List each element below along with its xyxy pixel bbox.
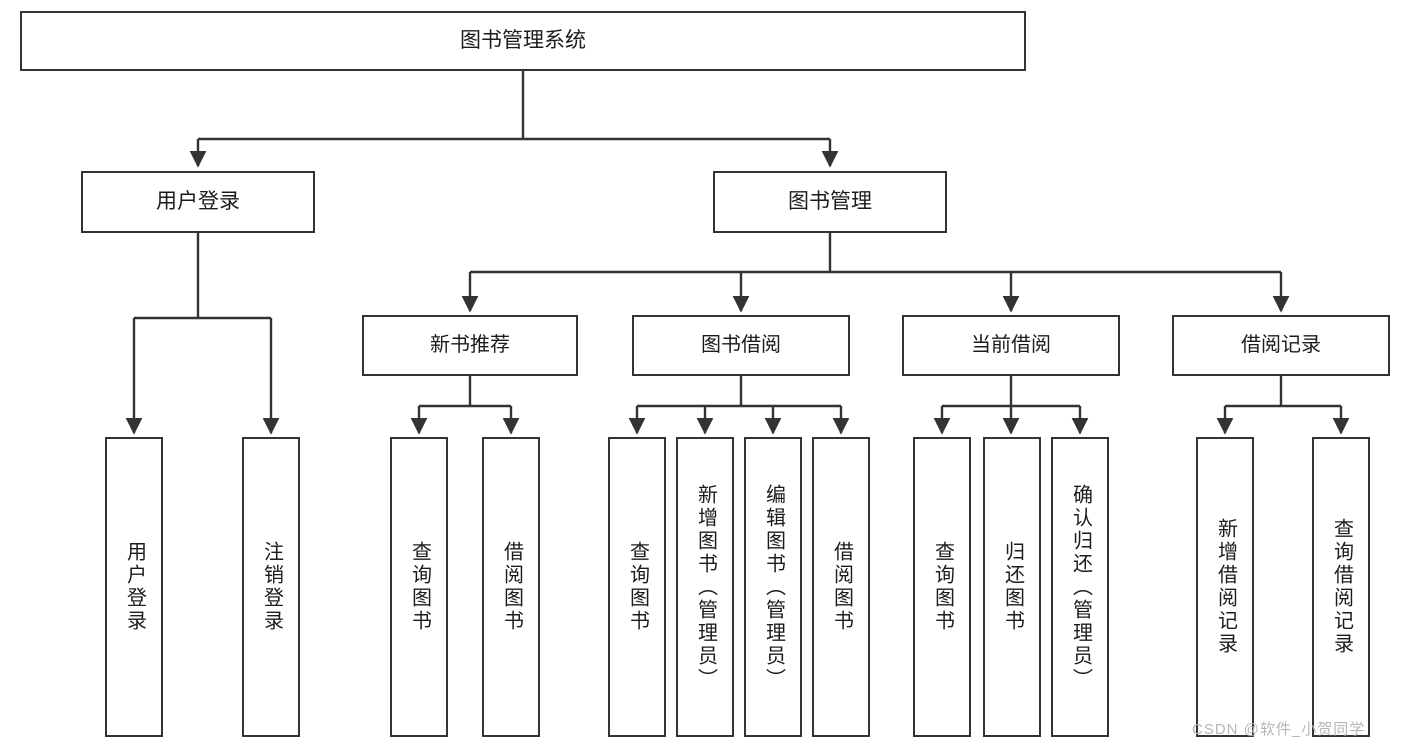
leaf-user-login[interactable]: 用户登录 [105,437,163,737]
node-label: 图书借阅 [701,334,781,356]
watermark: CSDN @软件_小贺同学 [1192,718,1365,739]
leaf-add-borrow-record[interactable]: 新增借阅记录 [1196,437,1254,737]
leaf-borrow-book[interactable]: 借阅图书 [812,437,870,737]
node-label: 新书推荐 [430,334,510,356]
leaf-label: 新增借阅记录 [1214,518,1237,656]
leaf-label: 新增图书（管理员） [694,483,717,691]
leaf-label: 确认归还（管理员） [1069,483,1092,691]
node-label: 图书管理 [788,189,872,213]
leaf-edit-book-admin[interactable]: 编辑图书（管理员） [744,437,802,737]
leaf-label: 查询图书 [408,541,431,633]
leaf-label: 用户登录 [123,541,146,633]
node-label: 图书管理系统 [460,28,586,52]
leaf-return-book[interactable]: 归还图书 [983,437,1041,737]
leaf-query-book-borrow[interactable]: 查询图书 [608,437,666,737]
leaf-logout[interactable]: 注销登录 [242,437,300,737]
node-borrow-record[interactable]: 借阅记录 [1172,315,1390,376]
leaf-confirm-return-admin[interactable]: 确认归还（管理员） [1051,437,1109,737]
watermark-text: CSDN @软件_小贺同学 [1192,721,1366,738]
node-root-book-management-system[interactable]: 图书管理系统 [20,11,1026,71]
node-user-login[interactable]: 用户登录 [81,171,315,233]
leaf-label: 归还图书 [1001,541,1024,633]
node-current-borrow[interactable]: 当前借阅 [902,315,1120,376]
node-book-borrow[interactable]: 图书借阅 [632,315,850,376]
leaf-label: 查询借阅记录 [1330,518,1353,656]
leaf-query-borrow-record[interactable]: 查询借阅记录 [1312,437,1370,737]
leaf-label: 查询图书 [626,541,649,633]
leaf-label: 借阅图书 [500,541,523,633]
leaf-label: 编辑图书（管理员） [762,483,785,691]
leaf-add-book-admin[interactable]: 新增图书（管理员） [676,437,734,737]
node-label: 当前借阅 [971,334,1051,356]
leaf-label: 注销登录 [260,541,283,633]
leaf-query-book-recommend[interactable]: 查询图书 [390,437,448,737]
node-new-book-recommend[interactable]: 新书推荐 [362,315,578,376]
node-label: 用户登录 [156,189,240,213]
node-book-management[interactable]: 图书管理 [713,171,947,233]
leaf-label: 借阅图书 [830,541,853,633]
node-label: 借阅记录 [1241,334,1321,356]
leaf-borrow-book-recommend[interactable]: 借阅图书 [482,437,540,737]
leaf-label: 查询图书 [931,541,954,633]
leaf-query-book-current[interactable]: 查询图书 [913,437,971,737]
